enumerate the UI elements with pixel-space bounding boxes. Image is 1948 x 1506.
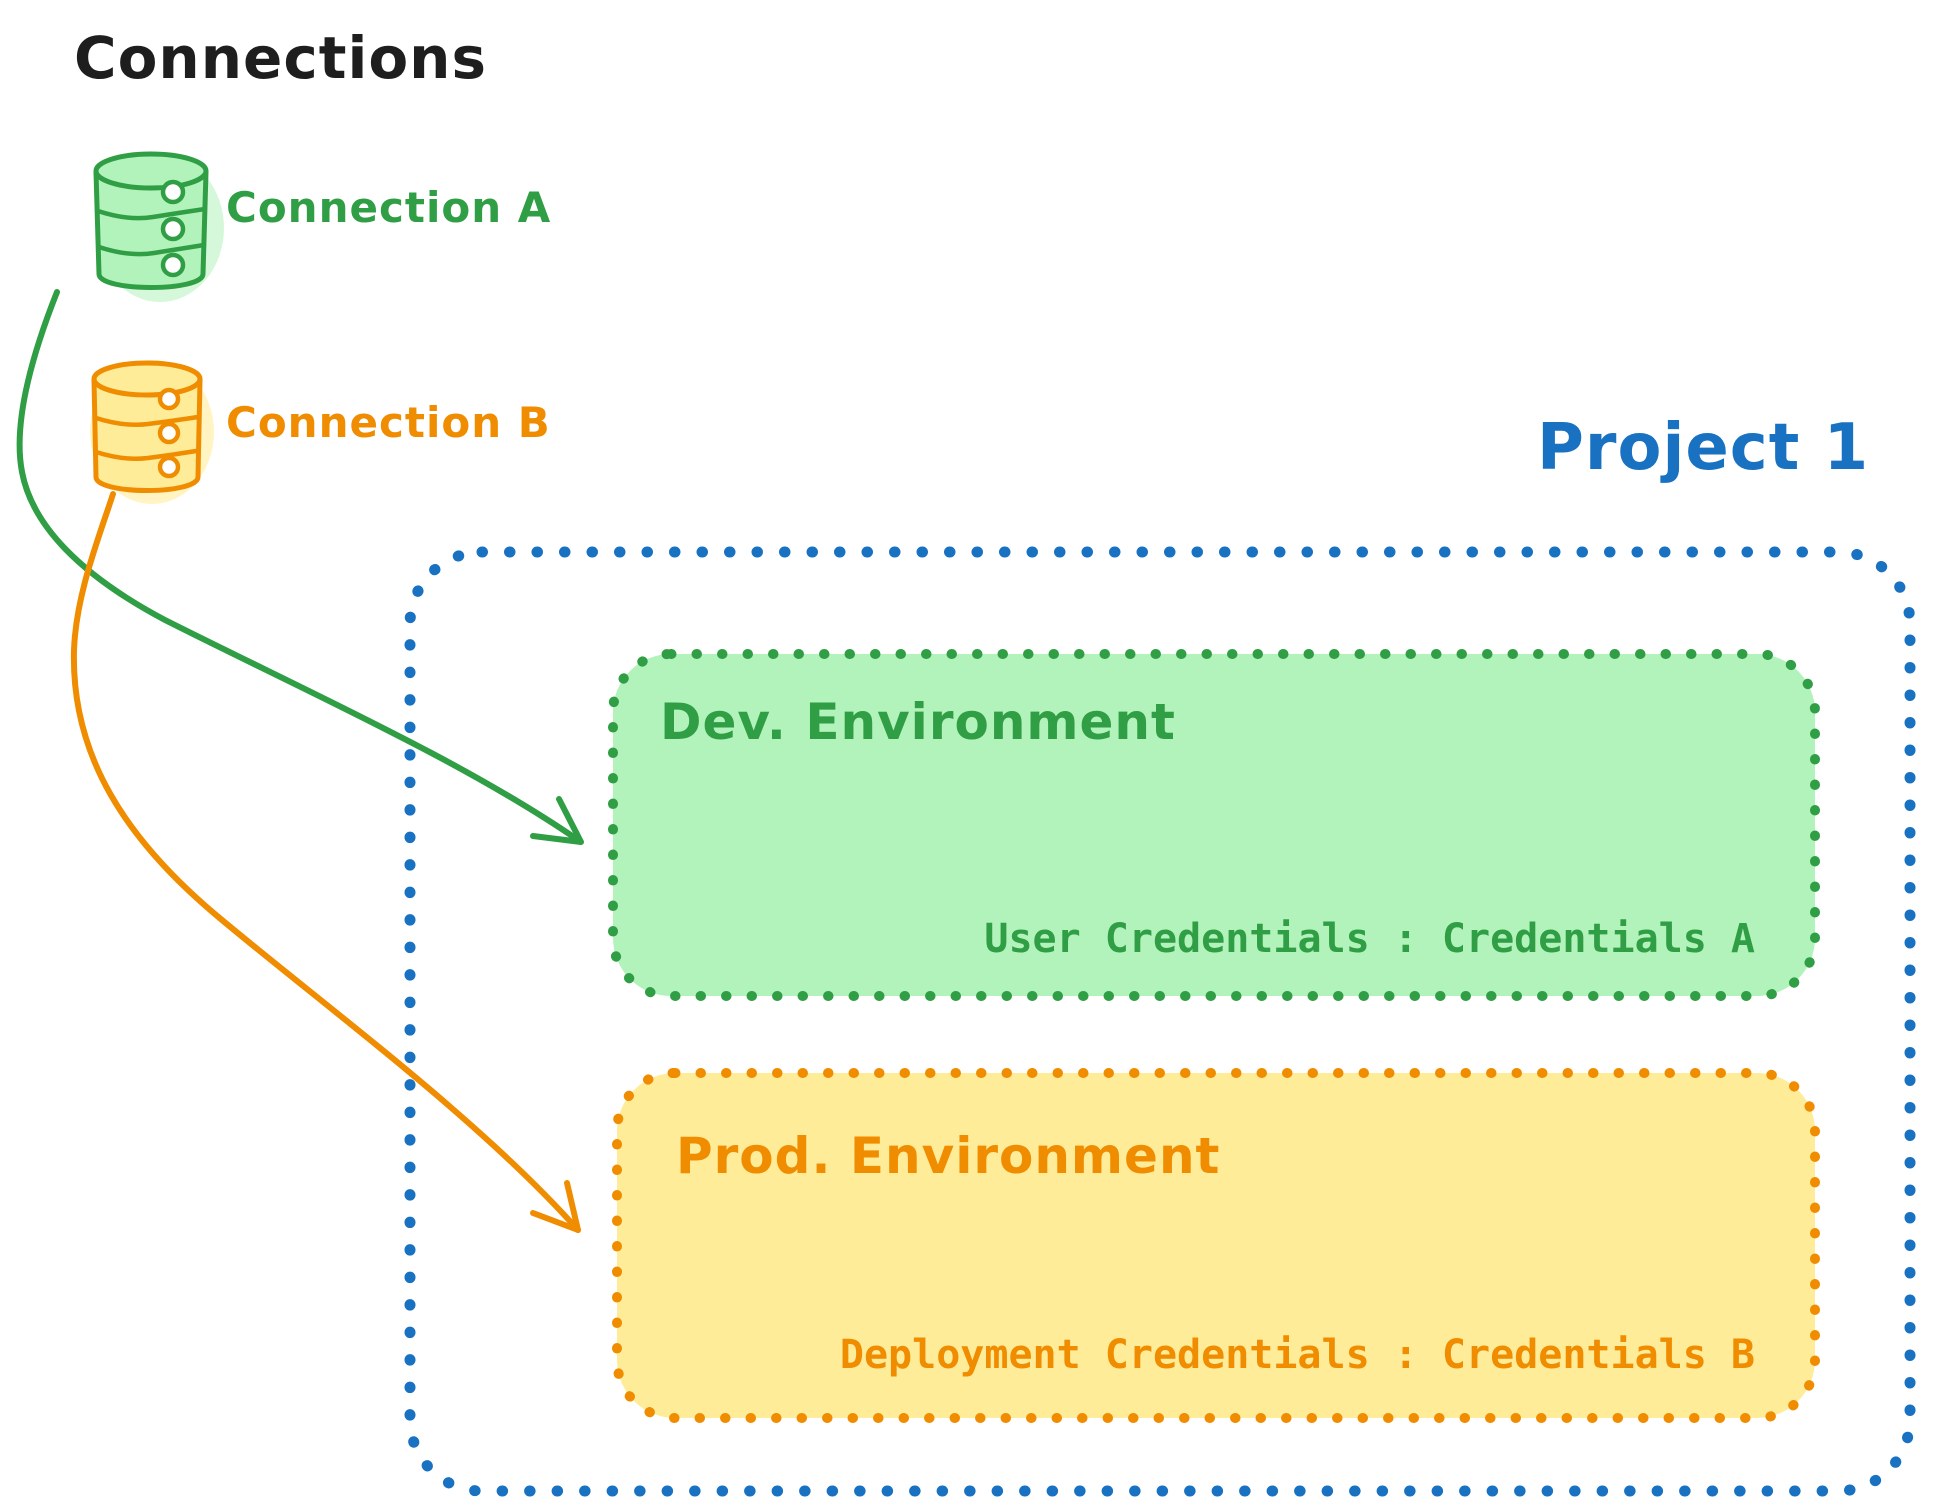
dev-environment-box: [608, 649, 1820, 1001]
project-box: [404, 546, 1916, 1497]
database-icon-connection-b: [90, 360, 214, 504]
connection-b-label: Connection B: [226, 398, 551, 447]
connections-title: Connections: [74, 24, 487, 92]
arrow-connection-a-to-dev: [16, 289, 584, 845]
prod-environment-box: [612, 1068, 1820, 1423]
project-title: Project 1: [1537, 411, 1870, 485]
database-icon-connection-a: [93, 151, 224, 302]
connection-a-label: Connection A: [226, 183, 552, 232]
dev-environment-title: Dev. Environment: [660, 693, 1176, 751]
prod-environment-title: Prod. Environment: [676, 1127, 1221, 1185]
dev-environment-credentials: User Credentials : Credentials A: [984, 916, 1755, 962]
prod-environment-credentials: Deployment Credentials : Credentials B: [839, 1332, 1755, 1378]
arrow-connection-b-to-prod: [70, 491, 581, 1233]
